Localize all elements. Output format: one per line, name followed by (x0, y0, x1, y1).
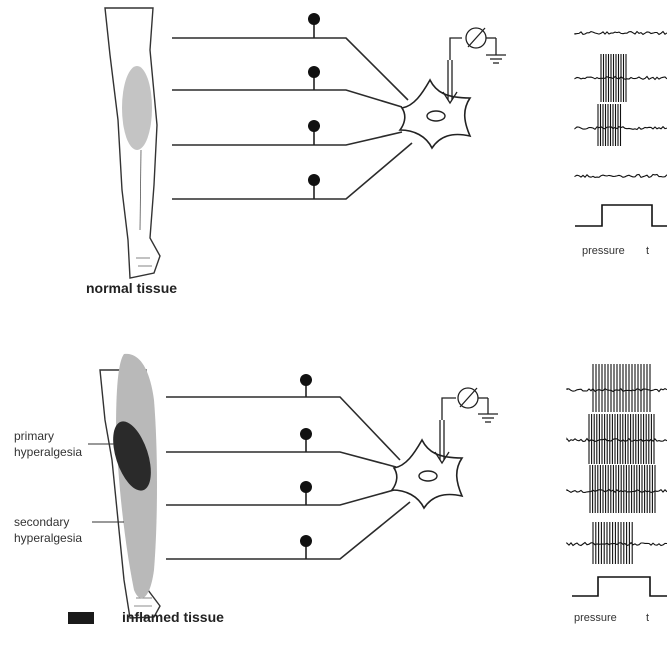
legend-swatch (68, 612, 94, 624)
annotation-secondary-hyperalgesia: secondary hyperalgesia (14, 514, 82, 546)
pressure-stimulus-top (575, 205, 667, 226)
annotation-secondary-line2: hyperalgesia (14, 530, 82, 546)
normal-pressure-area (122, 66, 152, 150)
afferent-fibers (166, 397, 410, 559)
time-label-bottom: t (646, 612, 649, 624)
annotation-primary-line2: hyperalgesia (14, 444, 82, 460)
pressure-stimulus-bottom (572, 577, 667, 596)
time-label-top: t (646, 245, 649, 257)
annotation-primary-line1: primary (14, 428, 82, 444)
caption-normal-tissue: normal tissue (86, 280, 177, 296)
recording-traces-top (575, 32, 667, 227)
afferent-fibers (172, 38, 412, 199)
legend-label: inflamed tissue (122, 609, 224, 625)
top-panel: pressure t (105, 8, 667, 278)
ground-icon (486, 38, 506, 63)
ground-icon (478, 398, 498, 422)
neuron-icon (400, 80, 470, 148)
electrode-icon (443, 28, 496, 103)
neuron-icon (392, 440, 462, 508)
annotation-primary-hyperalgesia: primary hyperalgesia (14, 428, 82, 460)
electrode-icon (435, 388, 488, 463)
recording-traces-bottom (567, 364, 667, 596)
pressure-label-bottom: pressure (574, 612, 617, 624)
pressure-label-top: pressure (582, 245, 625, 257)
bottom-panel: pressure t (88, 354, 667, 624)
annotation-secondary-line1: secondary (14, 514, 82, 530)
synapse-knob-icon (300, 374, 312, 559)
synapse-knob-icon (308, 13, 320, 199)
